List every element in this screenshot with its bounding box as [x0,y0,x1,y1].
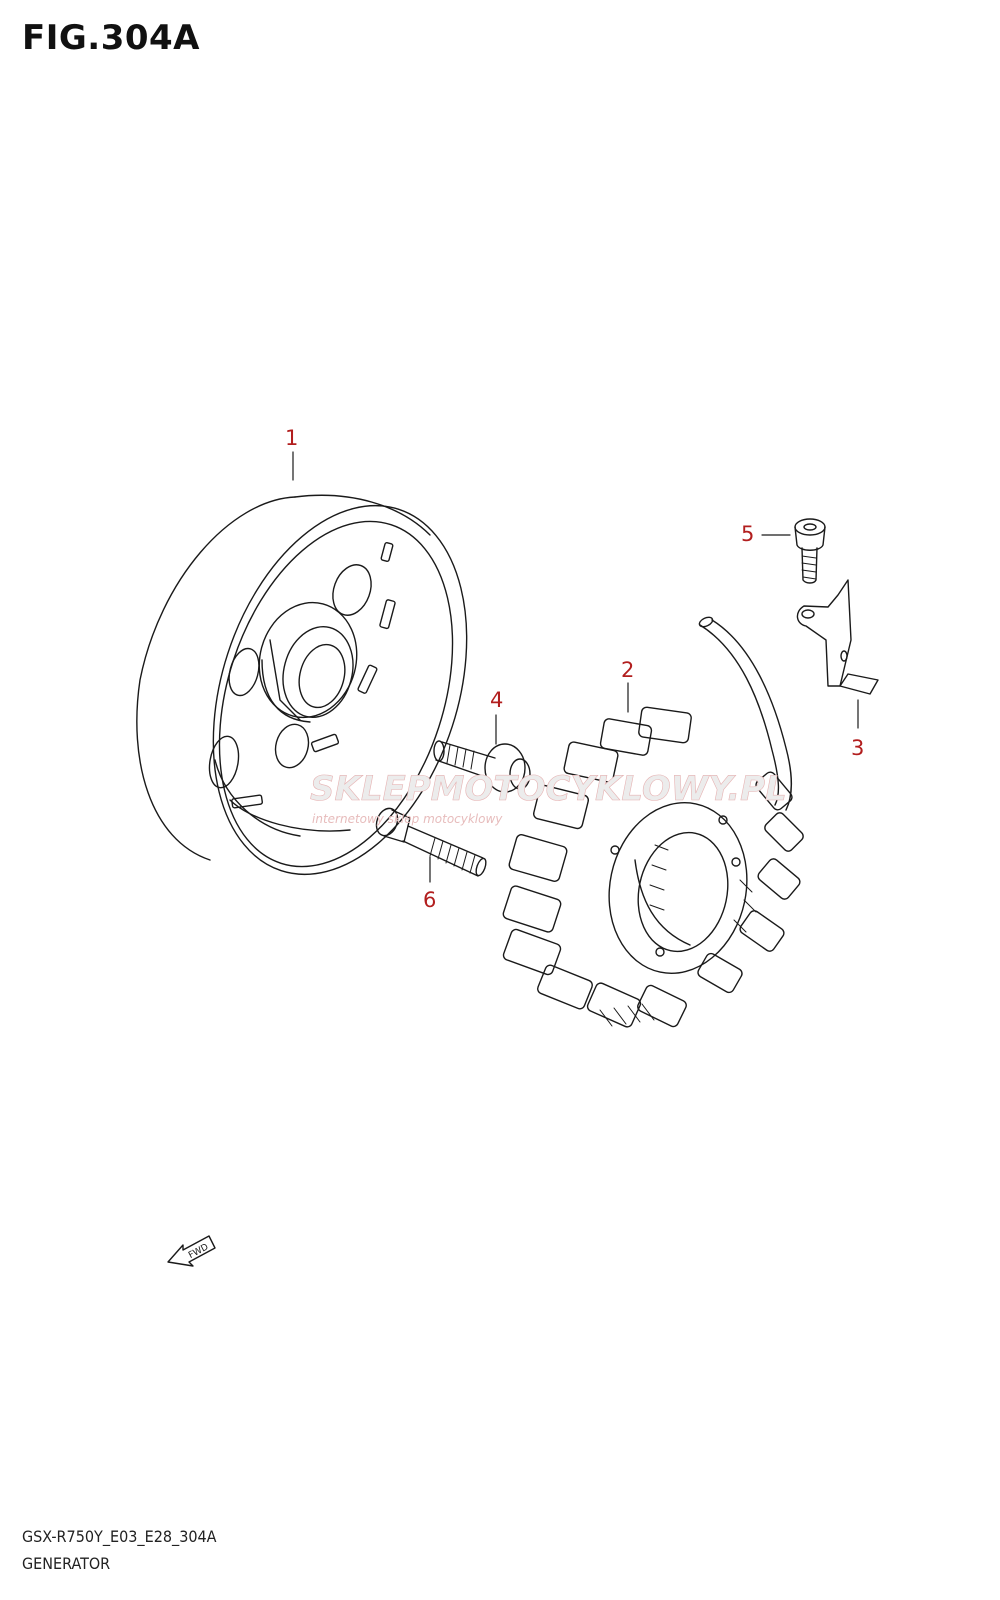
callout-3[interactable]: 3 [851,736,865,760]
leader-lines [292,451,859,883]
callout-5[interactable]: 5 [741,522,755,546]
screw-part-5 [794,518,826,584]
callout-2[interactable]: 2 [621,658,635,682]
spacer-part-4 [433,740,531,793]
stator-part-2 [502,616,804,1028]
bolt-part-6 [375,807,487,877]
callout-1[interactable]: 1 [285,426,299,450]
watermark-tagline: internetowy sklep motocyklowy [312,812,503,826]
figure-name: GENERATOR [22,1554,111,1573]
bracket-part-3 [796,579,879,695]
model-code: GSX-R750Y_E03_E28_304A [22,1527,217,1546]
fwd-arrow [167,1235,216,1267]
callout-4[interactable]: 4 [490,688,504,712]
callout-6[interactable]: 6 [423,888,437,912]
rotor-part-1 [136,494,468,876]
figure-title: FIG.304A [22,18,200,58]
watermark-brand: SKLEPMOTOCYKLOWY.PL [310,769,787,809]
